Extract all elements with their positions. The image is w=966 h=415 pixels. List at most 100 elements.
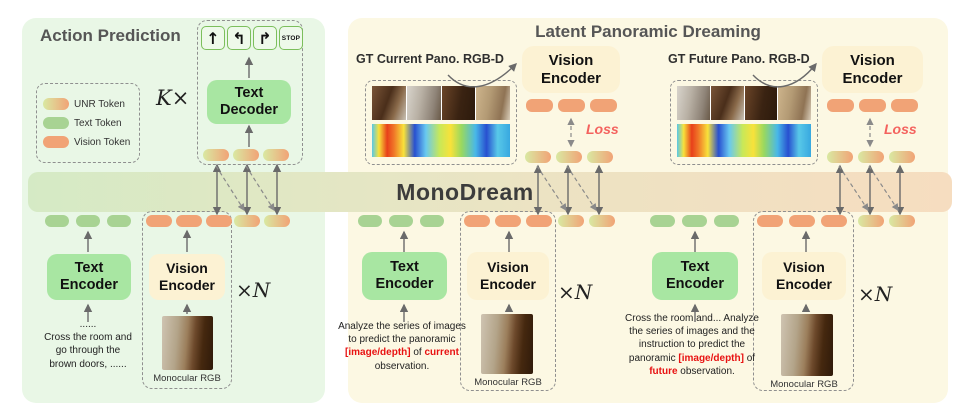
text-decoder-box: Text Decoder xyxy=(207,80,291,124)
vision-token xyxy=(526,215,552,227)
future-instruction: Cross the room and... Analyze the series… xyxy=(625,313,759,377)
vision-token xyxy=(757,215,783,227)
text-token xyxy=(76,215,100,227)
loss-label: Loss xyxy=(586,121,619,137)
unr-token-row xyxy=(858,215,915,227)
vision-encoder-box: Vision Encoder xyxy=(467,252,549,300)
legend-label: Vision Token xyxy=(74,136,131,148)
k-times-label: K× xyxy=(156,86,190,110)
pano-rgb-image xyxy=(677,86,811,120)
turn-right-icon: ↱ xyxy=(253,26,277,50)
unr-token-swatch xyxy=(43,98,69,110)
vision-token-row xyxy=(757,215,847,227)
vision-token xyxy=(821,215,847,227)
legend-item-text: Text Token xyxy=(43,117,133,129)
vision-branch-box xyxy=(142,211,232,389)
loss-label: Loss xyxy=(884,121,917,137)
latent-dreaming-title: Latent Panoramic Dreaming xyxy=(535,22,761,41)
pano-depth-image xyxy=(372,124,510,157)
unr-token xyxy=(827,151,853,163)
n-times-label: ×N xyxy=(236,278,271,302)
vision-branch-box xyxy=(460,211,556,391)
vision-token xyxy=(526,99,553,112)
text-token-row xyxy=(650,215,739,227)
text-token-swatch xyxy=(43,117,69,129)
legend-label: Text Token xyxy=(74,117,122,129)
unr-token-row xyxy=(827,151,915,163)
gt-current-pano-label: GT Current Pano. RGB-D xyxy=(356,52,504,66)
gt-current-pano-images xyxy=(365,80,517,165)
text-encoder-box: Text Encoder xyxy=(652,252,738,300)
vision-token-row xyxy=(146,215,232,227)
action-icons-row: ↑ ↰ ↱ STOP xyxy=(201,26,303,50)
text-token xyxy=(682,215,707,227)
monocular-rgb-image xyxy=(481,314,533,374)
unr-token-row xyxy=(525,151,613,163)
unr-token xyxy=(203,149,229,161)
legend-item-vision: Vision Token xyxy=(43,136,133,148)
action-prediction-title: Action Prediction xyxy=(40,26,181,45)
vision-encoder-box: Vision Encoder xyxy=(822,46,923,93)
gt-future-pano-images xyxy=(670,80,818,165)
vision-token xyxy=(464,215,490,227)
monocular-rgb-label: Monocular RGB xyxy=(770,379,838,390)
text-token xyxy=(107,215,131,227)
current-instruction: Analyze the series of images to predict … xyxy=(338,321,466,372)
text-token xyxy=(389,215,413,227)
monocular-rgb-image xyxy=(162,316,213,370)
vision-token xyxy=(859,99,886,112)
vision-token xyxy=(495,215,521,227)
monocular-rgb-label: Monocular RGB xyxy=(153,373,221,384)
vision-token xyxy=(789,215,815,227)
text-token-row xyxy=(358,215,444,227)
unr-token-row xyxy=(234,215,290,227)
text-encoder-box: Text Encoder xyxy=(47,254,131,300)
turn-left-icon: ↰ xyxy=(227,26,251,50)
vision-token xyxy=(827,99,854,112)
vision-branch-box xyxy=(753,211,854,391)
unr-token xyxy=(525,151,551,163)
unr-token xyxy=(558,215,584,227)
vision-token xyxy=(206,215,232,227)
unr-token xyxy=(889,215,915,227)
unr-token xyxy=(589,215,615,227)
vision-token-swatch xyxy=(43,136,69,148)
unr-token xyxy=(858,151,884,163)
vision-token-row xyxy=(464,215,552,227)
monodream-band: MonoDream xyxy=(28,172,952,212)
forward-arrow-icon: ↑ xyxy=(201,26,225,50)
navigation-instruction: ...... Cross the room and go through the… xyxy=(44,319,132,370)
text-encoder-box: Text Encoder xyxy=(362,252,447,300)
vision-encoder-box: Vision Encoder xyxy=(762,252,846,300)
unr-token-row xyxy=(558,215,615,227)
unr-token xyxy=(889,151,915,163)
unr-token xyxy=(264,215,290,227)
vision-token xyxy=(176,215,202,227)
unr-token xyxy=(233,149,259,161)
monocular-rgb-image xyxy=(781,314,833,376)
text-token xyxy=(420,215,444,227)
monocular-rgb-label: Monocular RGB xyxy=(474,377,542,388)
unr-token xyxy=(587,151,613,163)
legend-label: UNR Token xyxy=(74,98,125,110)
legend-item-unr: UNR Token xyxy=(43,98,133,110)
text-token xyxy=(358,215,382,227)
vision-encoder-box: Vision Encoder xyxy=(522,46,620,93)
text-token xyxy=(714,215,739,227)
vision-token-row xyxy=(827,99,918,112)
vision-token xyxy=(558,99,585,112)
n-times-label: ×N xyxy=(558,280,593,304)
vision-token xyxy=(590,99,617,112)
vision-token-row xyxy=(526,99,617,112)
text-token xyxy=(45,215,69,227)
vision-token xyxy=(891,99,918,112)
unr-token xyxy=(556,151,582,163)
vision-token xyxy=(146,215,172,227)
monodream-title: MonoDream xyxy=(396,178,534,205)
gt-future-pano-label: GT Future Pano. RGB-D xyxy=(668,52,810,66)
pano-rgb-image xyxy=(372,86,510,120)
vision-encoder-box: Vision Encoder xyxy=(149,254,225,300)
pano-depth-image xyxy=(677,124,811,157)
unr-token xyxy=(858,215,884,227)
text-token xyxy=(650,215,675,227)
